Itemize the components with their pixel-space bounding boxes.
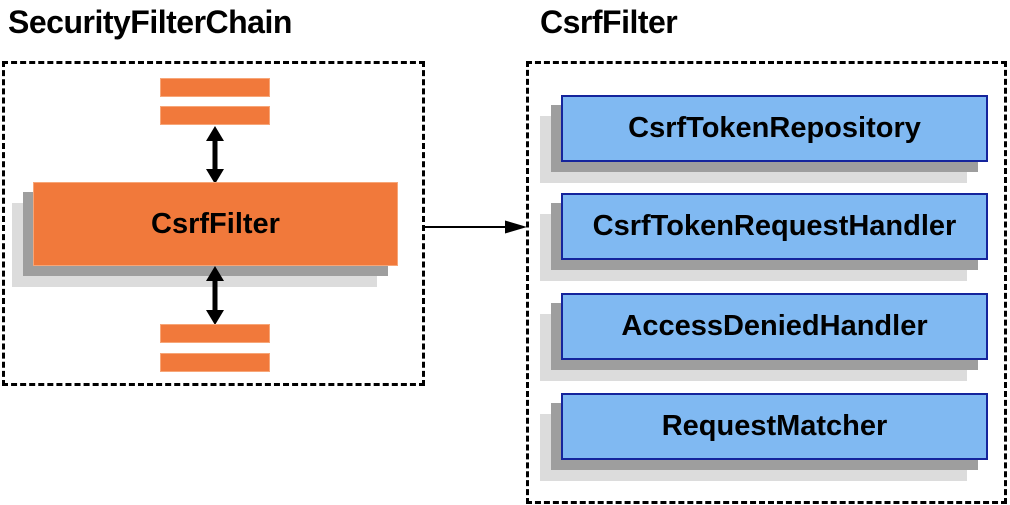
security-filter-chain-title: SecurityFilterChain <box>8 4 292 40</box>
bidirectional-arrow-icon <box>206 266 224 325</box>
bidirectional-arrow-icon <box>206 126 224 184</box>
component-box-request-matcher: RequestMatcher <box>561 393 988 460</box>
component-label: AccessDeniedHandler <box>621 310 928 342</box>
csrf-filter-label: CsrfFilter <box>151 207 280 240</box>
other-filter-bar <box>160 78 270 97</box>
csrf-filter-box: CsrfFilter <box>33 182 398 266</box>
component-box-access-denied-handler: AccessDeniedHandler <box>561 293 988 360</box>
component-box-csrf-token-repository: CsrfTokenRepository <box>561 95 988 162</box>
csrf-filter-panel <box>526 61 1007 504</box>
component-label: CsrfTokenRepository <box>628 112 921 144</box>
other-filter-bar <box>160 324 270 343</box>
other-filter-bar <box>160 106 270 125</box>
csrf-filter-title: CsrfFilter <box>540 4 678 40</box>
other-filter-bar <box>160 353 270 372</box>
component-box-csrf-token-request-handler: CsrfTokenRequestHandler <box>561 193 988 260</box>
component-label: CsrfTokenRequestHandler <box>592 210 957 242</box>
component-label: RequestMatcher <box>661 410 888 442</box>
connector-arrow-icon <box>423 220 527 234</box>
security-filter-chain-panel <box>2 61 425 386</box>
